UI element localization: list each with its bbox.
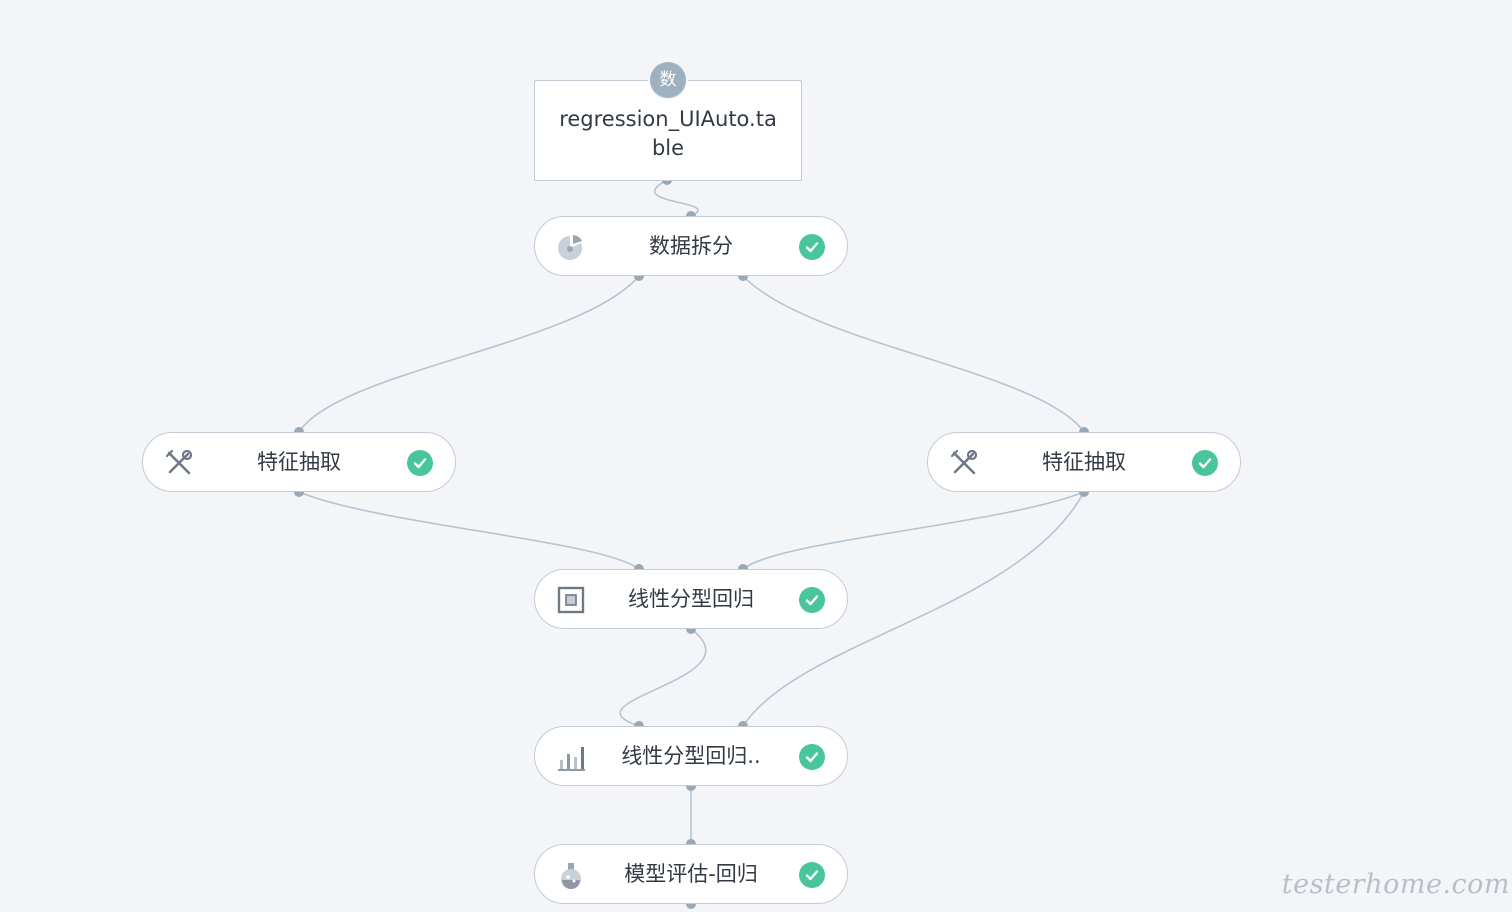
edge-split-to-feature-right bbox=[742, 275, 1085, 433]
edge-split-to-feature-left bbox=[298, 275, 640, 433]
node-feature-extract-left[interactable]: 特征抽取 bbox=[142, 432, 456, 492]
data-source-label: regression_UIAuto.table bbox=[559, 107, 777, 160]
edge-feature-right-to-predict bbox=[742, 491, 1085, 727]
model-box-icon bbox=[555, 584, 587, 616]
success-check-icon bbox=[1192, 450, 1218, 476]
success-check-icon bbox=[799, 862, 825, 888]
node-model-evaluate[interactable]: 模型评估-回归 bbox=[534, 844, 848, 904]
node-linear-regression-train[interactable]: 线性分型回归 bbox=[534, 569, 848, 629]
node-data-split-label: 数据拆分 bbox=[649, 234, 733, 258]
node-linear-regression-predict[interactable]: 线性分型回归.. bbox=[534, 726, 848, 786]
watermark: testerhome.com bbox=[1281, 869, 1510, 900]
data-source-badge: 数 bbox=[650, 62, 686, 98]
success-check-icon bbox=[799, 587, 825, 613]
edge-train-to-predict bbox=[619, 628, 707, 727]
node-feature-extract-right[interactable]: 特征抽取 bbox=[927, 432, 1241, 492]
split-pie-icon bbox=[555, 231, 587, 263]
edge-feature-left-to-train bbox=[298, 491, 640, 570]
node-linear-regression-train-label: 线性分型回归 bbox=[628, 587, 754, 611]
success-check-icon bbox=[407, 450, 433, 476]
node-feature-extract-right-label: 特征抽取 bbox=[1042, 450, 1126, 474]
tools-icon bbox=[163, 447, 195, 479]
success-check-icon bbox=[799, 234, 825, 260]
success-check-icon bbox=[799, 744, 825, 770]
tools-icon bbox=[948, 447, 980, 479]
node-data-split[interactable]: 数据拆分 bbox=[534, 216, 848, 276]
node-linear-regression-predict-label: 线性分型回归.. bbox=[621, 744, 761, 768]
edge-feature-right-to-train bbox=[742, 491, 1085, 570]
edge-data-to-split bbox=[654, 179, 699, 217]
node-model-evaluate-label: 模型评估-回归 bbox=[624, 862, 758, 886]
bar-chart-icon bbox=[555, 741, 587, 773]
node-feature-extract-left-label: 特征抽取 bbox=[257, 450, 341, 474]
flask-icon bbox=[555, 859, 587, 891]
